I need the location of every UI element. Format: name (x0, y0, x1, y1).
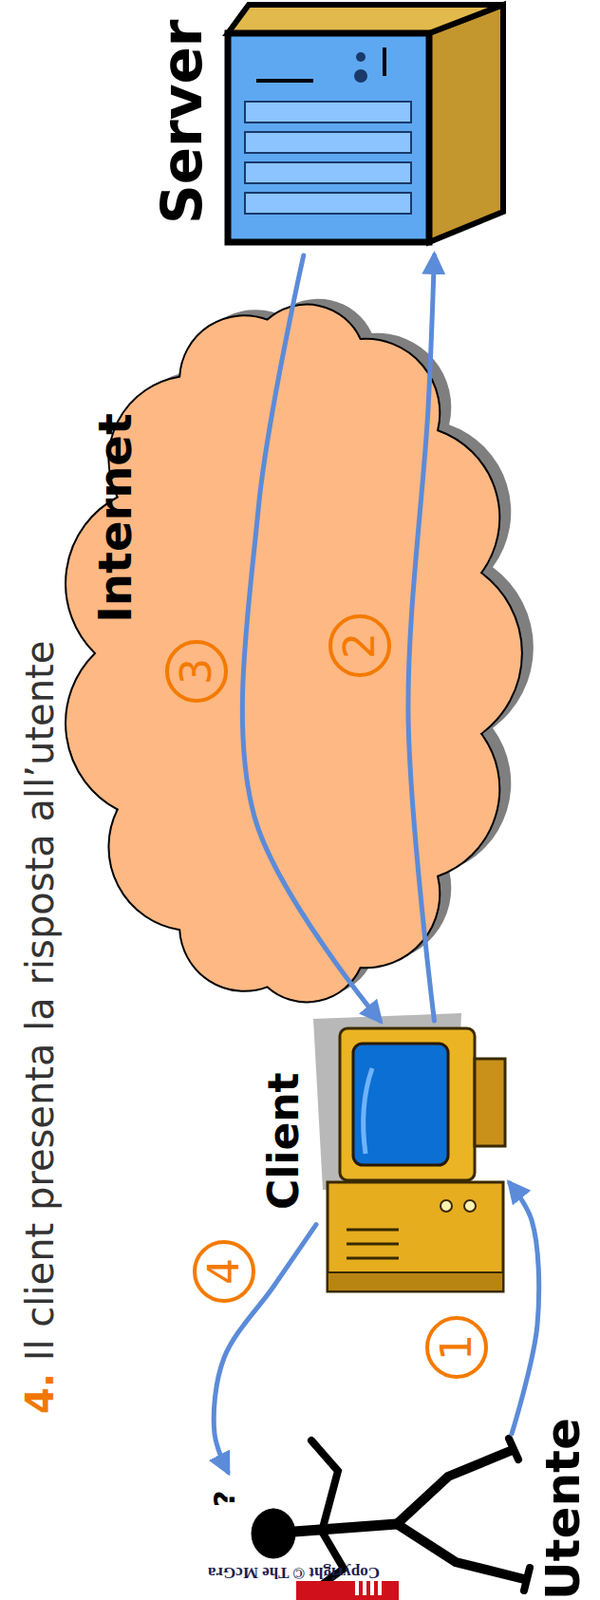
callout-number: 2 (328, 614, 392, 677)
publisher-logo (296, 1580, 399, 1600)
internet-cloud: Internet (51, 275, 531, 1032)
node-label: Internet (92, 412, 138, 623)
cloud-shape (65, 304, 523, 1003)
node-label: Server (154, 19, 210, 225)
question-mark: ? (210, 1490, 240, 1507)
node-label: Client (262, 1071, 305, 1210)
node-label: Utente (539, 1417, 587, 1600)
client-computer (313, 1012, 506, 1292)
server-tower (227, 4, 504, 243)
callout-number: 4 (192, 1239, 256, 1303)
callout-number: 1 (425, 1315, 488, 1379)
client-node: Client (316, 1020, 510, 1296)
slide-title: 4. Il client presenta la risposta all’ut… (20, 640, 59, 1414)
copyright-notice: Copyright © The McGra (207, 1564, 380, 1581)
cloud-outline (51, 275, 531, 1032)
server-node: Server (219, 0, 510, 256)
callout-number: 3 (165, 639, 228, 703)
flow-arrow (509, 1182, 540, 1434)
copyright-strip: Copyright © The McGra (0, 1561, 399, 1600)
